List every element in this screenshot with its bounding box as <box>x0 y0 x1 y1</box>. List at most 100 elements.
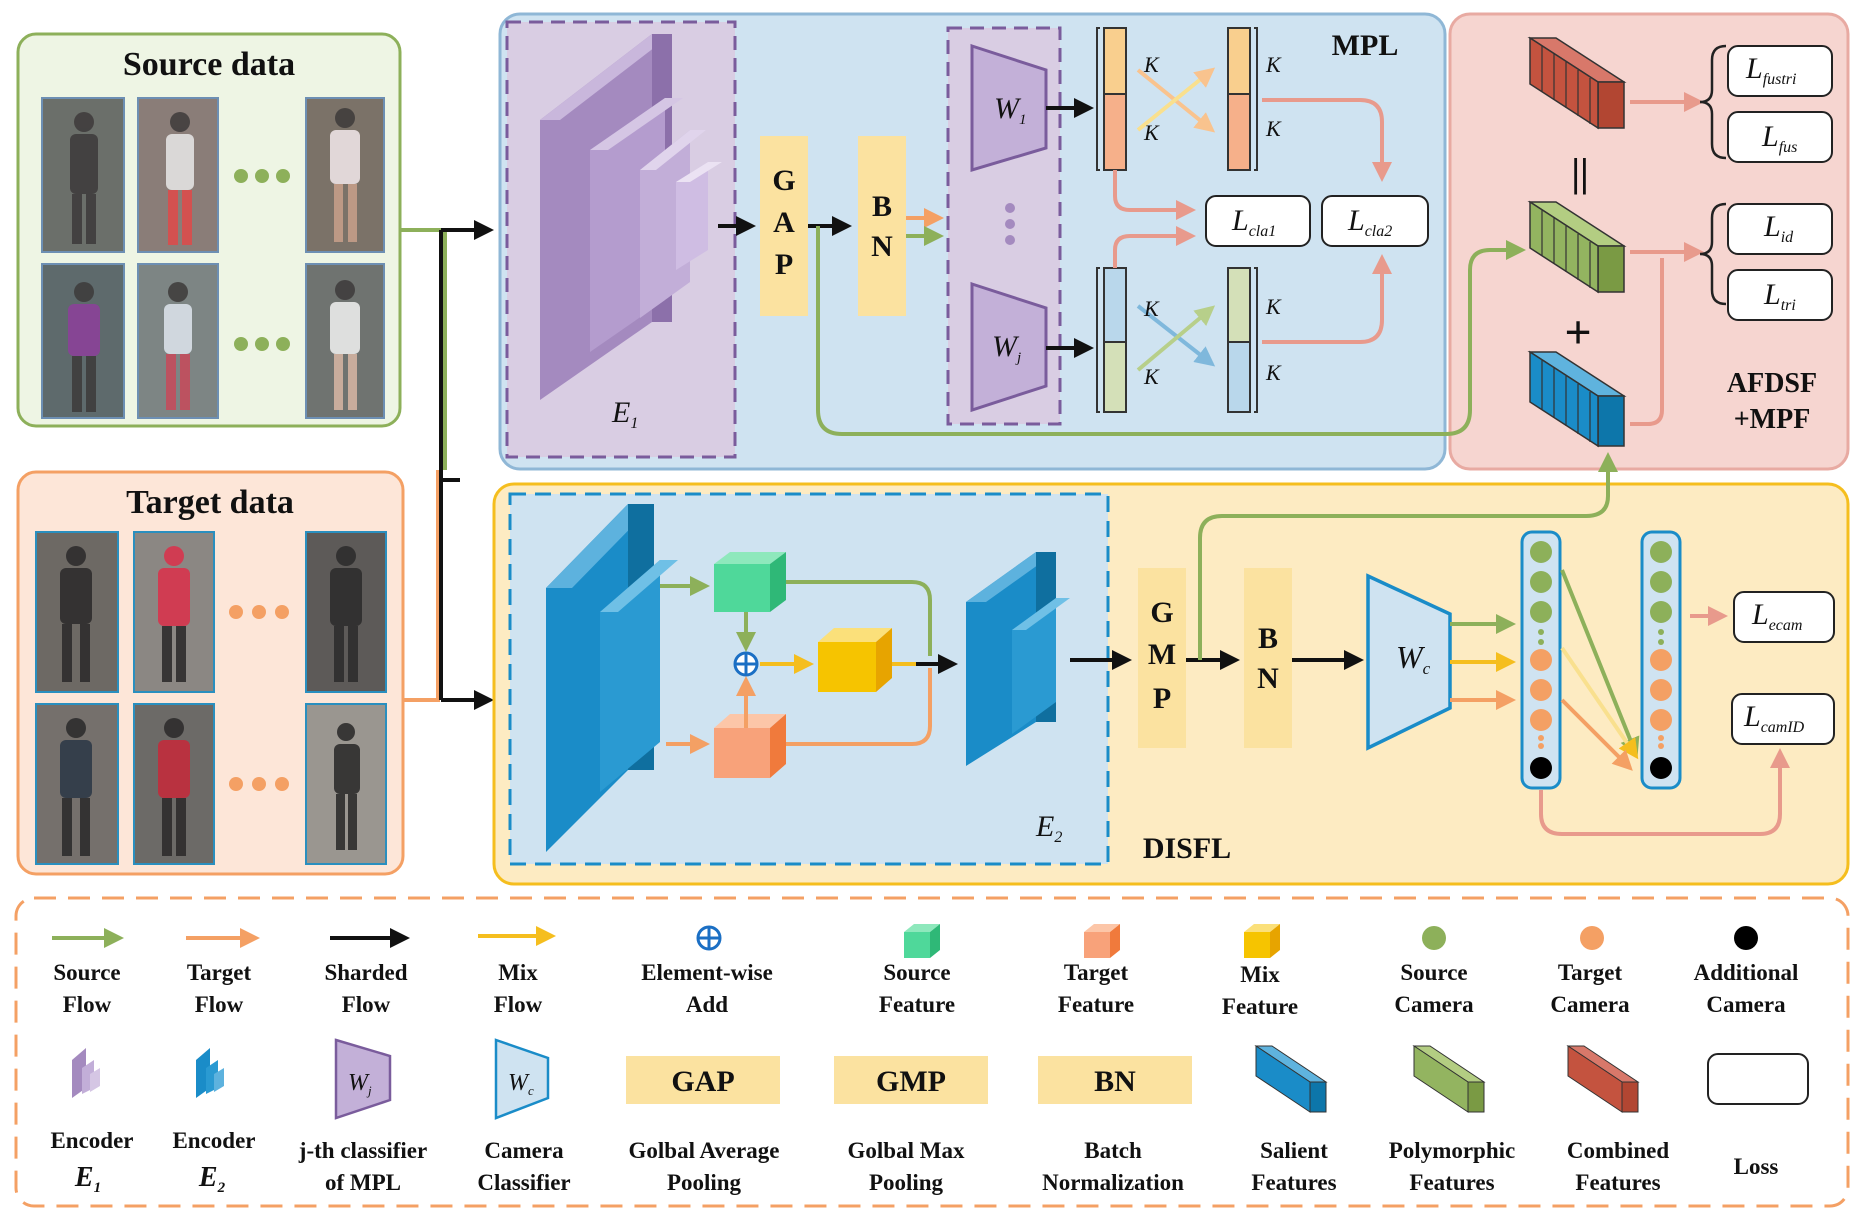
svg-text:Mix: Mix <box>498 960 538 985</box>
afdsf-title-line2: +MPF <box>1734 404 1811 435</box>
svg-text:Salient: Salient <box>1260 1138 1328 1163</box>
source-ellipsis-dots <box>234 169 290 351</box>
svg-text:Lfustri: Lfustri <box>1745 52 1796 88</box>
camera-column-1 <box>1520 530 1562 790</box>
camera-column-2 <box>1640 530 1682 790</box>
svg-text:Add: Add <box>686 992 728 1017</box>
svg-text:BN: BN <box>1094 1065 1136 1098</box>
loss-fus: Lfus <box>1727 111 1833 163</box>
input-flows <box>400 220 494 710</box>
svg-text:of MPL: of MPL <box>325 1170 401 1195</box>
polymorphic-features-vector <box>1527 200 1627 294</box>
gap-to-polymorphic-flow <box>816 226 1526 436</box>
svg-text:Camera: Camera <box>1550 992 1630 1017</box>
legend-classifier-j-icon: Wj <box>334 1038 392 1120</box>
svg-text:Features: Features <box>1409 1170 1494 1195</box>
loss-fustri: Lfustri <box>1727 45 1833 97</box>
legend-additional-camera-dot <box>1734 926 1758 950</box>
target-images <box>35 531 387 865</box>
legend-bn-block: BN <box>1038 1056 1192 1104</box>
mpl-top-features <box>1096 27 1258 171</box>
svg-text:Flow: Flow <box>195 992 244 1017</box>
gmp-block <box>1138 568 1186 748</box>
source-data-title: Source data <box>123 46 295 83</box>
svg-text:Target: Target <box>1064 960 1129 985</box>
svg-text:K: K <box>1265 52 1282 77</box>
svg-text:Normalization: Normalization <box>1042 1170 1184 1195</box>
plus-sign: + <box>1564 306 1591 359</box>
gmp-to-salient-flow <box>1198 452 1618 660</box>
encoder1-block <box>540 34 722 400</box>
classifier-ellipsis <box>1005 203 1015 245</box>
source-data-panel: Source data <box>16 32 402 428</box>
svg-text:Feature: Feature <box>1058 992 1134 1017</box>
svg-text:Encoder: Encoder <box>50 1128 133 1153</box>
legend-element-wise-add-icon <box>696 925 722 951</box>
svg-text:j-th classifier: j-th classifier <box>298 1138 427 1163</box>
svg-text:Camera: Camera <box>484 1138 564 1163</box>
svg-text:Additional: Additional <box>1694 960 1799 985</box>
legend-source-camera-dot <box>1422 926 1446 950</box>
classifier-wj: Wj <box>970 281 1048 413</box>
encoder1-label: E1 <box>611 396 638 432</box>
equals-sign: || <box>1571 150 1589 195</box>
svg-text:K: K <box>1143 296 1160 321</box>
legend-encoder1-icon <box>72 1048 100 1098</box>
svg-text:LcamID: LcamID <box>1743 700 1805 736</box>
element-wise-add <box>733 651 759 677</box>
svg-text:Wj: Wj <box>992 330 1021 366</box>
svg-text:G: G <box>772 164 795 197</box>
svg-text:Sharded: Sharded <box>324 960 407 985</box>
svg-text:G: G <box>1150 596 1173 629</box>
svg-text:P: P <box>775 248 793 281</box>
encoder2-front-block <box>546 504 678 852</box>
legend-mix-feature-cube <box>1244 924 1280 958</box>
legend-gap-block: GAP <box>626 1056 780 1104</box>
loss-id: Lid <box>1727 203 1833 255</box>
combined-features-vector <box>1527 36 1627 130</box>
target-data-panel: Target data <box>16 470 405 876</box>
loss-tri: Ltri <box>1727 269 1833 321</box>
legend-camera-classifier-icon: Wc <box>494 1038 550 1120</box>
encoder2-label: E2 <box>1035 810 1062 846</box>
target-data-title: Target data <box>126 484 294 521</box>
gap-block <box>760 136 808 316</box>
mpl-panel: MPL E1 G A P B N W <box>498 12 1447 471</box>
legend-gmp-block: GMP <box>834 1056 988 1104</box>
svg-text:Combined: Combined <box>1567 1138 1669 1163</box>
svg-text:Golbal Average: Golbal Average <box>629 1138 780 1163</box>
svg-text:Lfus: Lfus <box>1761 120 1797 156</box>
svg-text:Lid: Lid <box>1763 210 1794 246</box>
svg-text:K: K <box>1143 364 1160 389</box>
svg-text:K: K <box>1143 120 1160 145</box>
svg-text:B: B <box>1258 622 1278 655</box>
svg-text:Element-wise: Element-wise <box>641 960 773 985</box>
svg-text:Target: Target <box>1558 960 1623 985</box>
svg-text:A: A <box>773 206 795 239</box>
salient-features-vector <box>1527 350 1627 448</box>
target-ellipsis-dots <box>229 605 289 791</box>
disfl-title: DISFL <box>1143 832 1231 865</box>
mpl-title: MPL <box>1332 29 1399 62</box>
svg-text:GAP: GAP <box>671 1065 734 1098</box>
svg-text:K: K <box>1265 360 1282 385</box>
svg-text:P: P <box>1153 682 1171 715</box>
svg-text:Features: Features <box>1575 1170 1660 1195</box>
legend-target-camera-dot <box>1580 926 1604 950</box>
svg-text:N: N <box>1257 662 1279 695</box>
svg-text:Source: Source <box>1400 960 1467 985</box>
svg-text:Feature: Feature <box>879 992 955 1017</box>
classifier-w1: W1 <box>970 43 1048 173</box>
legend-salient-features-icon <box>1254 1045 1328 1113</box>
svg-text:K: K <box>1143 52 1160 77</box>
svg-text:Pooling: Pooling <box>869 1170 944 1195</box>
afdsf-title-line1: AFDSF <box>1727 368 1817 399</box>
source-feature-cube <box>714 552 786 612</box>
svg-text:N: N <box>871 230 893 263</box>
disfl-panel: DISFL E2 <box>492 452 1850 886</box>
svg-text:Loss: Loss <box>1734 1154 1779 1179</box>
svg-text:Flow: Flow <box>494 992 543 1017</box>
bn-block-mpl <box>858 136 906 316</box>
legend-target-feature-cube <box>1084 924 1120 958</box>
